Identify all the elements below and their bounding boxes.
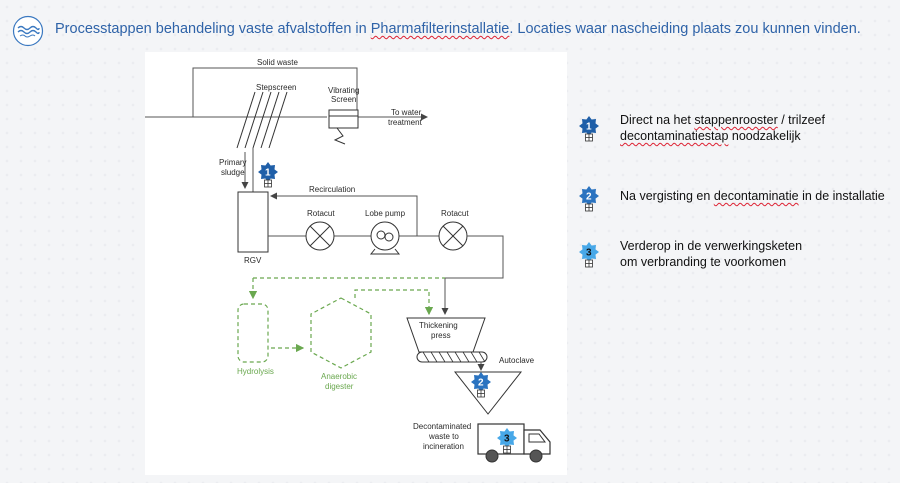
process-diagram: Solid waste Stepscreen Vibrating Screen …: [145, 52, 567, 475]
rgv-tank: [237, 191, 269, 253]
label-lobe-pump: Lobe pump: [365, 209, 406, 218]
label-to-water-2: treatment: [388, 118, 423, 127]
label-rotacut-1: Rotacut: [307, 209, 335, 218]
label-thickening-1: Thickening: [419, 321, 458, 330]
label-primary-1: Primary: [219, 158, 247, 167]
screw-conveyor: [416, 351, 488, 363]
stepscreen-symbol: [236, 91, 288, 149]
label-rotacut-2: Rotacut: [441, 209, 469, 218]
label-rgv: RGV: [244, 256, 262, 265]
legend-marker-1-icon: 1: [579, 116, 599, 142]
svg-text:3: 3: [586, 248, 592, 259]
legend-item-2: 2 Na vergisting en decontaminatie in de …: [576, 182, 900, 222]
legend-marker-3-icon: 3: [579, 242, 599, 268]
label-anaerobic-2: digester: [325, 382, 354, 391]
svg-text:3: 3: [504, 434, 510, 445]
label-stepscreen: Stepscreen: [256, 83, 296, 92]
title-spell-word: Pharmafilterinstallatie: [370, 21, 510, 37]
rotacut-1-symbol: [305, 221, 335, 251]
legend-text-2: Na vergisting en decontaminatie in de in…: [620, 189, 885, 203]
logo: [12, 15, 44, 47]
label-vibrating-1: Vibrating: [328, 86, 359, 95]
solid-waste-line: [192, 67, 358, 117]
hydrolysis-tank: [237, 303, 269, 363]
label-decon-2: waste to: [428, 432, 459, 441]
svg-text:2: 2: [586, 192, 592, 203]
marker-2-icon: 2: [471, 372, 491, 398]
label-solid-waste: Solid waste: [257, 58, 298, 67]
label-anaerobic-1: Anaerobic: [321, 372, 357, 381]
truck-icon: [477, 423, 551, 463]
process-diagram-svg: Solid waste Stepscreen Vibrating Screen …: [145, 58, 551, 463]
lobe-pump-symbol: [369, 221, 401, 255]
label-hydrolysis: Hydrolysis: [237, 367, 274, 376]
legend-item-1: 1 Direct na het stappenrooster / trilzee…: [576, 112, 900, 152]
label-autoclave: Autoclave: [499, 356, 535, 365]
label-primary-2: sludge: [221, 168, 245, 177]
page-title: Processtappen behandeling vaste afvalsto…: [55, 21, 861, 37]
label-to-water-1: To water: [391, 108, 422, 117]
label-decon-3: incineration: [423, 442, 464, 451]
svg-text:2: 2: [478, 378, 484, 389]
legend-marker-2-icon: 2: [579, 186, 599, 212]
svg-text:1: 1: [265, 168, 271, 179]
vibrating-screen-box: [328, 109, 359, 129]
svg-text:1: 1: [586, 122, 592, 133]
anaerobic-digester: [310, 297, 372, 369]
label-thickening-2: press: [431, 331, 451, 340]
autoclave-funnel: [453, 371, 523, 415]
label-recirculation: Recirculation: [309, 185, 355, 194]
label-decon-1: Decontaminated: [413, 422, 471, 431]
label-vibrating-2: Screen: [331, 95, 356, 104]
marker-3-icon: 3: [497, 428, 517, 454]
marker-1-icon: 1: [258, 162, 278, 188]
rotacut-2-symbol: [438, 221, 468, 251]
